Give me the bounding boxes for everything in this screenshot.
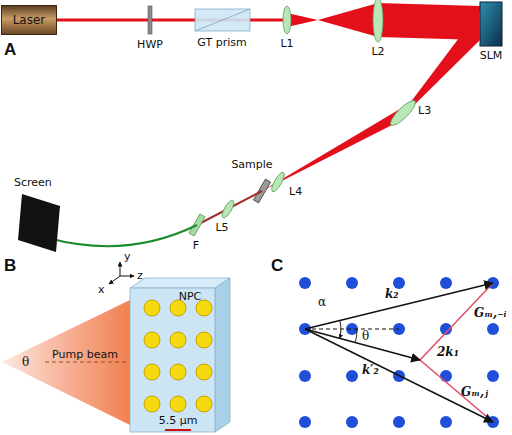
crystal bbox=[2, 262, 230, 432]
vector-label: k′₂ bbox=[362, 363, 379, 377]
lattice-point bbox=[440, 370, 452, 382]
vector-label: k₂ bbox=[385, 287, 399, 301]
laser-box: Laser bbox=[1, 5, 57, 35]
lattice-point bbox=[487, 370, 499, 382]
panel-letter: C bbox=[271, 256, 283, 275]
panel-letter: A bbox=[4, 40, 16, 59]
poled-domain bbox=[144, 332, 160, 348]
component-label: F bbox=[193, 239, 199, 252]
component-label: Screen bbox=[14, 176, 52, 189]
lattice-point bbox=[440, 416, 452, 428]
lattice-point bbox=[299, 277, 311, 289]
angle-label: θ bbox=[22, 355, 29, 369]
poled-domain bbox=[144, 364, 160, 380]
lattice-point bbox=[393, 416, 405, 428]
angle-label: α bbox=[318, 295, 326, 309]
axis-label: z bbox=[137, 269, 143, 282]
poled-domain bbox=[170, 396, 186, 412]
component-label: GT prism bbox=[197, 36, 246, 49]
beam-label: Pump beam bbox=[52, 348, 118, 361]
axis-label: y bbox=[124, 250, 131, 263]
component-label: L1 bbox=[280, 37, 293, 50]
lattice-point bbox=[346, 416, 358, 428]
poled-domain bbox=[196, 364, 212, 380]
component-label: HWP bbox=[137, 38, 163, 51]
node-text: Laser bbox=[13, 13, 46, 27]
lattice-point bbox=[487, 323, 499, 335]
vector-label: Gₘ,ⱼ bbox=[461, 385, 488, 399]
poled-domain bbox=[144, 300, 160, 316]
vector-label: 2k₁ bbox=[437, 345, 459, 359]
crystal-label: NPC bbox=[179, 290, 202, 303]
poled-domain bbox=[170, 332, 186, 348]
component-label: SLM bbox=[480, 49, 503, 62]
poled-domain bbox=[170, 364, 186, 380]
lattice-point bbox=[299, 416, 311, 428]
component-label: L2 bbox=[371, 45, 384, 58]
lattice bbox=[299, 277, 499, 428]
lattice-point bbox=[346, 277, 358, 289]
lattice-point bbox=[299, 370, 311, 382]
component-label: L4 bbox=[289, 185, 302, 198]
panel-letter: B bbox=[4, 256, 16, 275]
poled-domain bbox=[196, 332, 212, 348]
component-label: L3 bbox=[418, 104, 431, 117]
component-label: Sample bbox=[231, 158, 272, 171]
lattice-point bbox=[440, 277, 452, 289]
component-label: L5 bbox=[215, 221, 228, 234]
vector-label: Gₘ,₋ᵢ bbox=[474, 306, 506, 320]
poled-domain bbox=[144, 396, 160, 412]
poled-domain bbox=[196, 396, 212, 412]
angle-label: θ bbox=[362, 329, 369, 343]
setup bbox=[18, 0, 502, 252]
scale-label: 5.5 μm bbox=[159, 414, 198, 427]
lattice-point bbox=[346, 370, 358, 382]
axis-label: x bbox=[98, 283, 105, 296]
